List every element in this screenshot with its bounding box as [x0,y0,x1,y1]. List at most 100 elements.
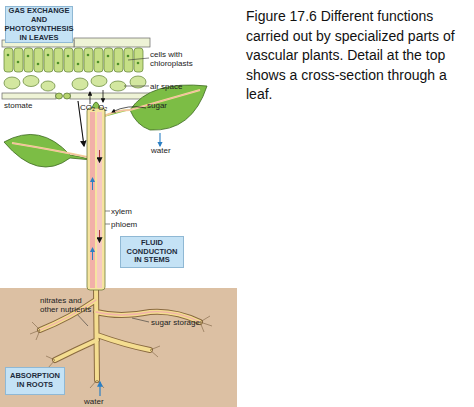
root-hairs-part [32,322,40,330]
part-label: sugar [147,101,187,110]
leaf-cross-section [2,38,150,104]
root-hairs-part [200,316,210,322]
left-leaf-part [4,134,92,167]
right-leaf-part [100,85,207,130]
leader-lines-part [132,318,149,322]
chloroplasts-part [37,63,40,66]
root-hairs-part [36,330,40,340]
palisade-cells-part [44,48,53,72]
root-hairs-part [150,346,160,350]
part-label: water [151,146,191,155]
root-hairs-part [200,322,204,332]
part-label: xylem [111,207,151,216]
chloroplasts-part [117,63,120,66]
chloroplasts-part [57,62,60,65]
palisade-cells-part [54,48,63,72]
left-leaf-part [12,143,92,158]
leader-lines [75,58,149,326]
palisade-cells-part [14,48,23,72]
heading-text: GAS EXCHANGE AND PHOTOSYNTHESIS IN LEAVE… [2,7,75,42]
spongy-cells-part [23,76,39,87]
section-heading-box: GAS EXCHANGE AND PHOTOSYNTHESIS IN LEAVE… [5,6,73,43]
root-hairs-part [200,322,212,326]
part-label: CO₂ [80,103,100,112]
palisade-cells-part [84,48,93,72]
right-leaf-part [100,90,200,118]
part-label: O₂ [98,103,118,112]
guard-cells-part [64,93,71,99]
part-label: water [84,397,124,406]
palisade-cells [4,48,143,72]
part-label: stomate [4,101,54,110]
chloroplasts-part [77,63,80,66]
part-label: nitrates and other nutrients [40,296,102,314]
part-label: cells with chloroplasts [150,50,222,68]
flow-arrows-part [99,230,100,242]
flow-arrows-part [92,178,93,190]
guard-cells [56,93,71,99]
leader-lines-part [124,86,149,87]
palisade-cells-part [74,48,83,72]
spongy-cells-part [41,81,55,91]
root-hairs-part [46,356,55,360]
stem-part [87,108,105,290]
leaf-cross-section-part [74,38,150,47]
stem-part [97,112,102,288]
palisade-cells-part [104,48,113,72]
left-leaf-part [12,143,92,158]
section-heading-box: ABSORPTION IN ROOTS [5,367,65,395]
section-heading-box: FLUID CONDUCTION IN STEMS [120,236,184,268]
palisade-cells-part [94,48,103,72]
right-leaf [100,85,207,130]
palisade-cells-part [134,48,143,72]
stem [87,102,105,290]
flow-arrows-part [92,248,93,260]
stem-part [90,112,95,288]
spongy-cells-part [72,78,88,90]
spongy-cells-part [4,77,20,89]
left-leaf [4,134,92,167]
chloroplasts-part [27,55,30,58]
flow-arrows [93,150,100,260]
transpiration-arrow [159,133,160,146]
palisade-cells-part [114,48,123,72]
guard-cells-part [56,93,63,99]
right-leaf-part [100,90,200,118]
palisade-cells-part [64,48,73,72]
root-hairs-part [150,350,158,357]
chloroplasts-part [137,62,140,65]
lower-epidermis-part [70,93,150,99]
o2-arrow [103,90,104,102]
spongy-cells [4,76,146,92]
co2-arrow [90,92,91,104]
heading-text: FLUID CONDUCTION IN STEMS [121,239,183,266]
spongy-cells-part [91,76,107,87]
leader-lines-part [128,58,149,60]
chloroplasts-part [47,54,50,57]
chloroplasts-part [107,55,110,58]
chloroplasts-part [7,54,10,57]
sugar-arrow [112,107,146,112]
flow-arrows-part [99,150,100,162]
part-label: sugar storage [151,318,221,327]
water-uptake-arrow [99,382,100,396]
root-hairs-part [90,380,97,388]
chloroplasts-part [17,61,20,64]
chloroplasts-part [87,54,90,57]
soil [0,288,237,407]
figure-caption: Figure 17.6 Different functions carried … [246,7,470,105]
part-label: air space [150,82,210,91]
chloroplasts-part [127,55,130,58]
heading-text: ABSORPTION IN ROOTS [6,372,64,390]
chloroplasts-part [97,61,100,64]
lower-epidermis-part [2,93,56,99]
palisade-cells-part [34,48,43,72]
part-label: phloem [111,220,151,229]
palisade-cells-part [4,48,13,72]
palisade-cells-part [24,48,33,72]
spongy-cells-part [110,81,126,91]
chloroplasts [7,54,140,66]
lower-epidermis [2,93,150,99]
chloroplasts-part [67,55,70,58]
